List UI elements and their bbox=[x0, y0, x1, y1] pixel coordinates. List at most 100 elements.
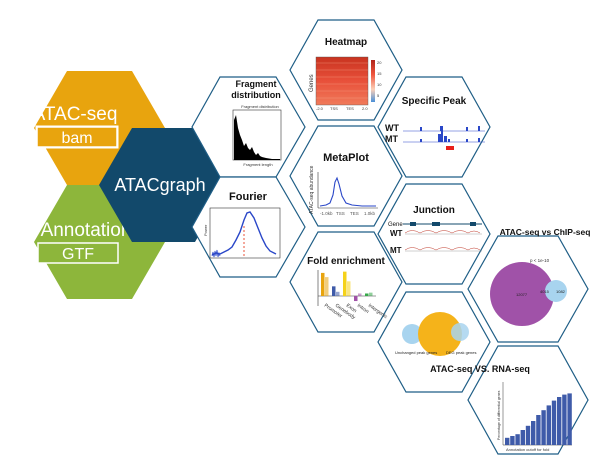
specific-peak-hex bbox=[377, 76, 491, 178]
rnaseq-bar bbox=[531, 421, 536, 445]
fragment-panel: Fragment distribution Fragment distribut… bbox=[231, 79, 282, 167]
rnaseq-bar bbox=[562, 394, 567, 445]
rnaseq-bar bbox=[551, 400, 557, 445]
gtf-label: GTF bbox=[62, 246, 94, 263]
fold-bars bbox=[321, 271, 373, 302]
chip-atac-circle bbox=[490, 262, 554, 326]
rnaseq-bar bbox=[546, 405, 551, 445]
fold-bar bbox=[343, 271, 347, 296]
rnaseq-title: ATAC-seq VS. RNA-seq bbox=[430, 364, 530, 374]
fold-bar bbox=[358, 293, 362, 296]
junction-mt-label: MT bbox=[390, 246, 402, 255]
rnaseq-bar bbox=[536, 415, 541, 445]
metaplot-xtick: -1.0kb bbox=[320, 211, 333, 216]
fragment-histogram bbox=[234, 115, 280, 160]
fold-bar bbox=[332, 286, 336, 296]
heatmap-title: Heatmap bbox=[325, 37, 367, 48]
atacgraph-hub-hexagon: ATACgraph bbox=[99, 128, 228, 242]
atac-seq-title: ATAC-seq bbox=[33, 104, 118, 125]
specific-peak-panel: Specific Peak WT MT bbox=[385, 96, 485, 150]
heatmap-xtick: TES bbox=[346, 106, 354, 111]
colorbar-tick: 10 bbox=[377, 82, 382, 87]
hub-title: ATACgraph bbox=[114, 175, 205, 195]
fourier-panel: Fourier Power bbox=[203, 191, 281, 259]
chip-panel: ATAC-seq vs ChIP-seq p < 1e-10 12077 401… bbox=[490, 227, 590, 326]
rnaseq-bar bbox=[505, 437, 510, 445]
metaplot-xtick: TES bbox=[350, 211, 359, 216]
rnaseq-panel: ATAC-seq VS. RNA-seq Percentage of diffe… bbox=[430, 364, 572, 452]
metaplot-title: MetaPlot bbox=[323, 152, 369, 164]
fragment-title-2: distribution bbox=[231, 90, 281, 100]
metaplot-ylabel: ATAC-seq abundance bbox=[309, 165, 315, 214]
colorbar-tick: 5 bbox=[377, 93, 380, 98]
venn-center-circle bbox=[418, 312, 462, 356]
mt-label: MT bbox=[385, 134, 398, 144]
rnaseq-bar bbox=[520, 430, 525, 445]
metaplot-xtick: TSS bbox=[336, 211, 345, 216]
fourier-ylabel: Power bbox=[203, 224, 208, 236]
heatmap-xtick: 2.0 bbox=[362, 106, 368, 111]
venn-panel: Unchanged peak genes DEG peak genes bbox=[395, 312, 476, 356]
colorbar-tick: 20 bbox=[377, 60, 382, 65]
fold-bar bbox=[347, 281, 351, 296]
chip-title: ATAC-seq vs ChIP-seq bbox=[500, 227, 591, 237]
rnaseq-xlabel: Annotation cutoff for fold bbox=[506, 447, 549, 452]
chip-pvalue: p < 1e-10 bbox=[530, 258, 550, 263]
junction-wt-label: WT bbox=[390, 229, 403, 238]
rnaseq-bar bbox=[510, 436, 515, 445]
colorbar-tick: 15 bbox=[377, 71, 382, 76]
rnaseq-bar bbox=[541, 410, 546, 445]
rnaseq-ylabel: Percentage of differential genes bbox=[497, 390, 501, 440]
venn-right-circle bbox=[451, 323, 469, 341]
heatmap-texture bbox=[316, 62, 368, 99]
junction-mt-track bbox=[404, 247, 481, 251]
wt-label: WT bbox=[385, 123, 399, 133]
fold-title: Fold enrichment bbox=[307, 256, 385, 267]
fragment-xlabel: Fragment length bbox=[243, 162, 272, 167]
heatmap-colorbar bbox=[371, 60, 375, 102]
heatmap-panel: Heatmap Genes 20 15 10 5 -2.0 TSS TES 2.… bbox=[309, 37, 382, 111]
wt-peaks bbox=[420, 126, 480, 131]
fragment-title-1: Fragment bbox=[235, 79, 276, 89]
fourier-title: Fourier bbox=[229, 191, 268, 203]
rnaseq-bar bbox=[557, 397, 562, 445]
venn-left-label: Unchanged peak genes bbox=[395, 350, 437, 355]
heatmap-matrix bbox=[315, 56, 369, 106]
junction-wt-track bbox=[404, 230, 481, 234]
fold-bar bbox=[365, 293, 369, 296]
rnaseq-bar bbox=[515, 434, 520, 445]
fourier-curve bbox=[211, 211, 277, 256]
heatmap-xtick: -2.0 bbox=[316, 106, 324, 111]
fourier-noise bbox=[211, 249, 221, 258]
fragment-inset-title: Fragment distribution bbox=[241, 104, 279, 109]
fold-bar bbox=[354, 296, 358, 302]
junction-gene-label: Gene bbox=[388, 222, 403, 228]
heatmap-xtick: TSS bbox=[330, 106, 338, 111]
junction-panel: Junction Gene WT MT bbox=[388, 205, 482, 255]
venn-right-label: DEG peak genes bbox=[446, 350, 476, 355]
rnaseq-bar bbox=[567, 393, 572, 445]
heatmap-ylabel: Genes bbox=[309, 74, 315, 92]
chip-right-count: 1082 bbox=[556, 289, 566, 294]
chip-mid-count: 4015 bbox=[540, 289, 550, 294]
fold-bar bbox=[336, 291, 340, 296]
rnaseq-bar bbox=[525, 425, 531, 445]
venn-left-circle bbox=[402, 324, 422, 344]
fold-bar bbox=[369, 292, 373, 296]
specific-peak-marker bbox=[446, 146, 454, 150]
metaplot-xtick: 1.0kb bbox=[364, 211, 376, 216]
mt-peaks bbox=[420, 131, 480, 142]
metaplot-curve bbox=[319, 176, 376, 207]
chip-chip-circle bbox=[545, 280, 567, 302]
fold-bar bbox=[321, 272, 325, 296]
junction-title: Junction bbox=[413, 205, 455, 216]
bam-label: bam bbox=[61, 130, 92, 147]
fold-bar bbox=[325, 277, 329, 296]
rnaseq-bars bbox=[505, 393, 572, 445]
specific-peak-title: Specific Peak bbox=[402, 96, 467, 107]
annotation-title: Annotation bbox=[41, 220, 132, 241]
chip-left-count: 12077 bbox=[516, 292, 528, 297]
metaplot-panel: MetaPlot ATAC-seq abundance -1.0kb TSS T… bbox=[309, 152, 378, 216]
fold-category-label: Exon bbox=[345, 303, 358, 315]
